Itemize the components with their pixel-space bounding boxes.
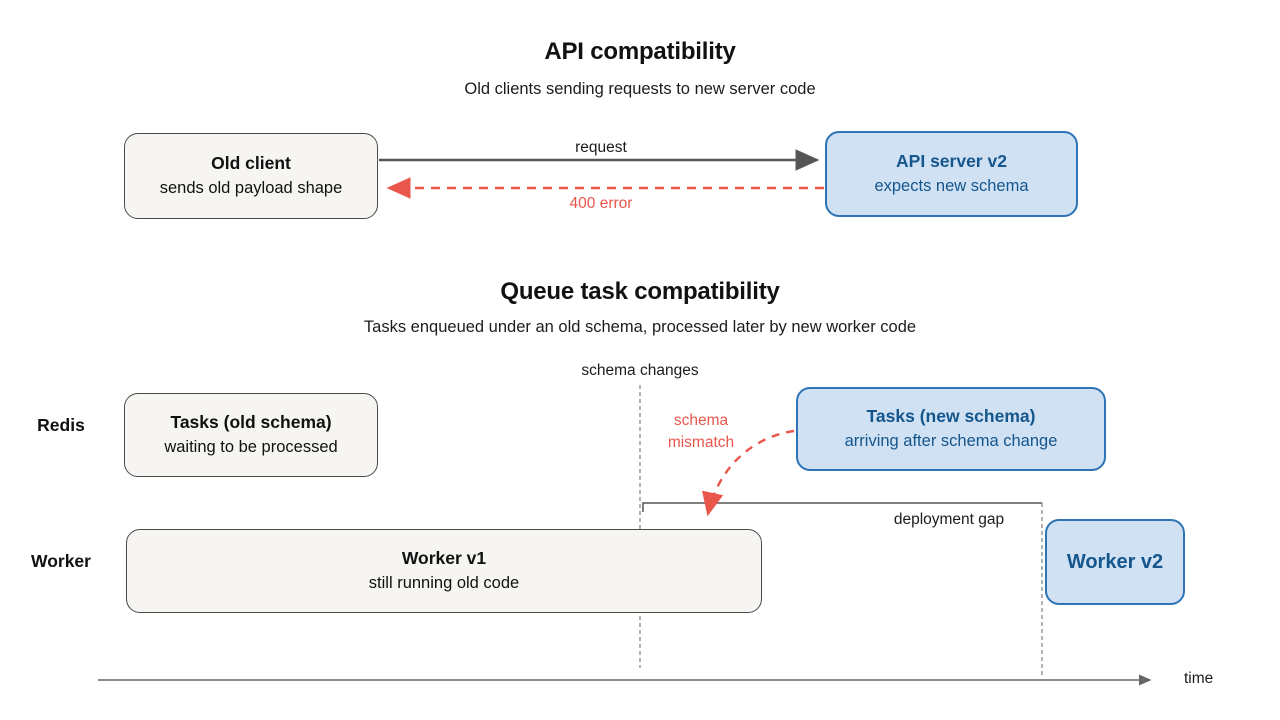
deployment-gap-bracket	[642, 502, 1042, 512]
api-server-subtitle: expects new schema	[874, 176, 1029, 195]
time-axis-label: time	[1184, 670, 1214, 687]
queue-section-subtitle: Tasks enqueued under an old schema, proc…	[363, 318, 917, 336]
lane-label-redis: Redis	[37, 415, 85, 435]
api-server-node: API server v2 expects new schema	[825, 131, 1078, 217]
queue-section-title: Queue task compatibility	[500, 278, 780, 305]
error-arrow-label: 400 error	[569, 195, 633, 212]
worker-v1-title: Worker v1	[401, 548, 487, 569]
api-section-subtitle: Old clients sending requests to new serv…	[464, 80, 816, 98]
worker-v1-node: Worker v1 still running old code	[126, 529, 762, 613]
api-section-title: API compatibility	[544, 38, 736, 65]
tasks-new-subtitle: arriving after schema change	[844, 431, 1058, 450]
api-server-title: API server v2	[896, 151, 1007, 172]
lane-label-worker: Worker	[31, 551, 91, 571]
schema-changes-label: schema changes	[581, 362, 699, 379]
schema-mismatch-arrow	[702, 429, 795, 517]
worker-v1-subtitle: still running old code	[368, 573, 520, 592]
deployment-gap-label: deployment gap	[893, 511, 1005, 528]
tasks-new-title: Tasks (new schema)	[866, 406, 1036, 427]
old-client-subtitle: sends old payload shape	[159, 178, 343, 197]
old-client-title: Old client	[211, 153, 291, 174]
worker-v2-node: Worker v2	[1045, 519, 1185, 605]
schema-mismatch-label: schema mismatch	[667, 412, 735, 451]
tasks-old-subtitle: waiting to be processed	[164, 437, 338, 456]
request-arrow-label: request	[575, 139, 627, 156]
worker-v2-title: Worker v2	[1066, 550, 1164, 573]
tasks-old-title: Tasks (old schema)	[170, 412, 332, 433]
tasks-old-node: Tasks (old schema) waiting to be process…	[124, 393, 378, 477]
old-client-node: Old client sends old payload shape	[124, 133, 378, 219]
tasks-new-node: Tasks (new schema) arriving after schema…	[796, 387, 1106, 471]
